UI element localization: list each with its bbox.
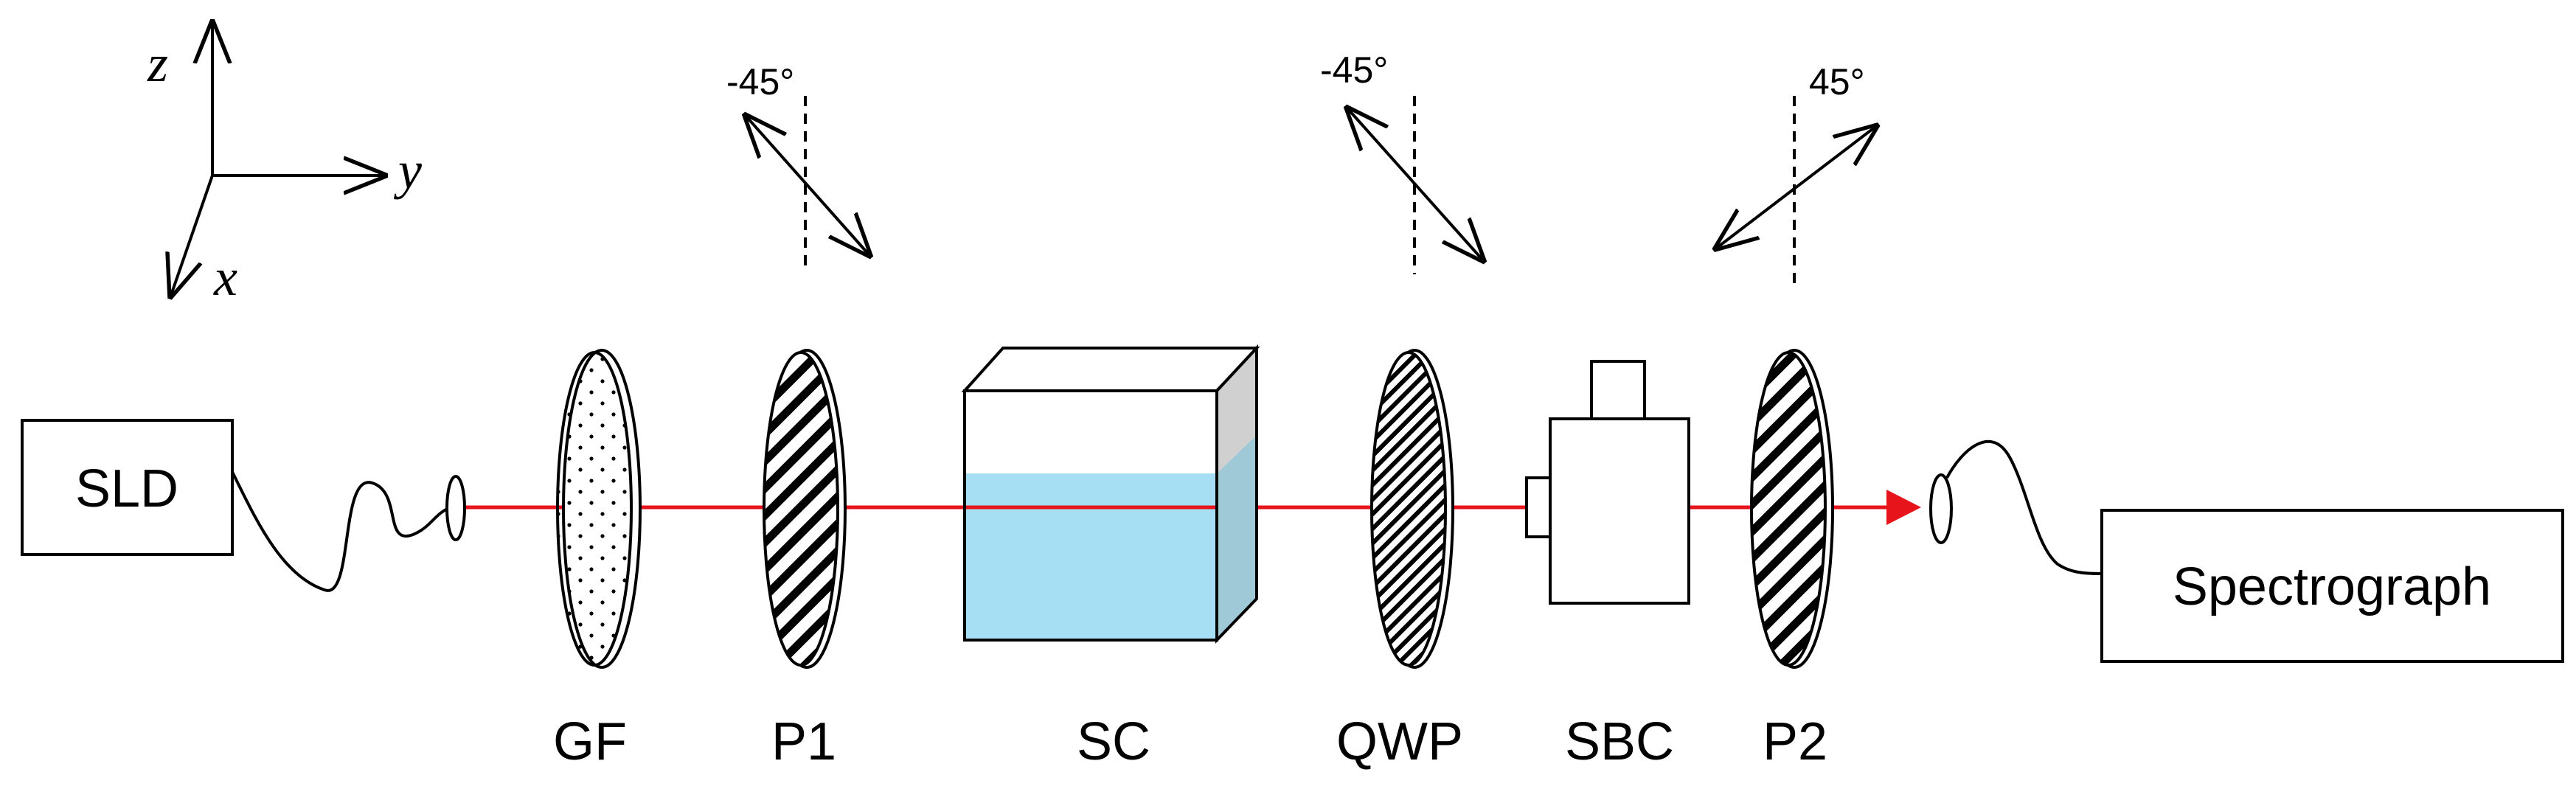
sld-source: SLD — [21, 419, 234, 556]
p2-face — [1750, 351, 1827, 667]
polarization-indicator-p2: 45° — [1717, 61, 1875, 288]
gf-face — [556, 351, 633, 667]
output-collimator — [1929, 473, 1953, 544]
cell-front-outline — [963, 389, 1218, 642]
p1-label: P1 — [771, 712, 836, 771]
sbc-port — [1525, 476, 1552, 538]
qwp-face — [1370, 351, 1447, 667]
p2-label: P2 — [1763, 712, 1827, 771]
polarization-double-arrow — [746, 117, 869, 254]
angle-label-qwp: -45° — [1320, 49, 1388, 91]
sbc-knob — [1590, 360, 1646, 420]
p1-face — [763, 351, 839, 667]
cell-side-top — [1217, 348, 1257, 473]
output-fiber — [1945, 439, 2103, 575]
angle-label-p1: -45° — [726, 61, 794, 102]
polarization-double-arrow — [1348, 109, 1482, 260]
polarization-indicator-p1: -45° — [726, 61, 869, 269]
y-axis-label: y — [393, 141, 422, 200]
x-axis — [171, 175, 214, 295]
x-axis-label: x — [213, 248, 237, 307]
sbc-compensator — [1525, 360, 1690, 605]
sld-label: SLD — [75, 459, 178, 518]
sbc-label: SBC — [1565, 712, 1674, 771]
coordinate-axes: z y x — [147, 24, 422, 307]
gf-label: GF — [553, 712, 627, 771]
p2-polarizer — [1750, 349, 1834, 669]
p1-polarizer — [763, 349, 847, 669]
component-labels: GF P1 SC QWP SBC P2 — [553, 712, 1827, 771]
z-axis-label: z — [147, 34, 168, 93]
spectrograph-label: Spectrograph — [2173, 557, 2491, 616]
angle-label-p2: 45° — [1809, 61, 1865, 102]
polarization-indicator-qwp: -45° — [1320, 49, 1482, 274]
sbc-body — [1549, 417, 1690, 605]
beam-arrowhead — [1886, 490, 1921, 525]
cell-top — [961, 347, 1260, 392]
qwp-label: QWP — [1336, 712, 1463, 771]
spectrograph-box — [2100, 509, 2564, 663]
input-fiber — [231, 471, 452, 592]
qwp-waveplate — [1370, 349, 1454, 669]
sld-box — [21, 419, 234, 556]
sample-cell — [961, 344, 1260, 644]
cell-side-liquid — [1217, 435, 1257, 640]
gf-filter — [556, 349, 642, 669]
input-collimator — [445, 475, 466, 541]
sc-label: SC — [1077, 712, 1150, 771]
polarization-double-arrow — [1717, 127, 1875, 248]
spectrograph: Spectrograph — [2100, 509, 2564, 663]
cell-liquid — [965, 473, 1217, 640]
